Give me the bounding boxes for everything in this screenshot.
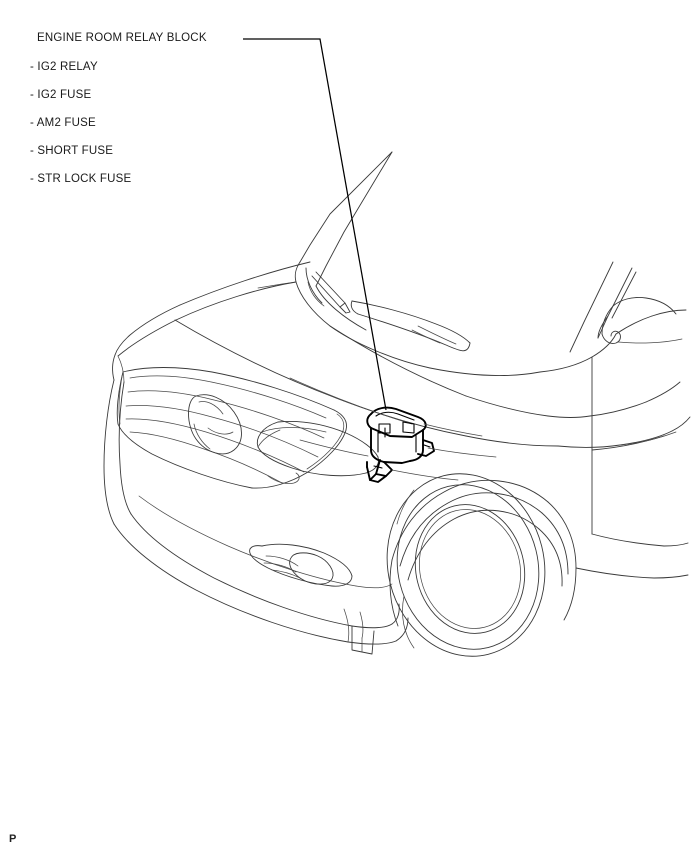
callout-title: ENGINE ROOM RELAY BLOCK (37, 32, 207, 44)
hood-group (112, 261, 591, 447)
wiper-blades (305, 267, 471, 352)
callout-item-am2-fuse: - AM2 FUSE (30, 117, 96, 129)
side-mirror-group (569, 261, 683, 353)
engine-bay-contours (299, 397, 497, 481)
callout-leader-line (243, 38, 387, 411)
callout-item-str-lock-fuse: - STR LOCK FUSE (30, 173, 132, 185)
page-mark: P (9, 833, 17, 845)
callout-text-block: ENGINE ROOM RELAY BLOCK - IG2 RELAY - IG… (0, 0, 340, 210)
callout-item-ig2-fuse: - IG2 FUSE (30, 89, 92, 101)
front-wheel (386, 473, 577, 657)
callout-item-ig2-relay: - IG2 RELAY (30, 61, 98, 73)
front-grille (116, 367, 347, 489)
headlight (256, 421, 379, 484)
lower-body-group (575, 431, 689, 579)
fog-light (249, 543, 353, 587)
vehicle-emblem (188, 394, 242, 455)
callout-item-short-fuse: - SHORT FUSE (30, 145, 114, 157)
splash-guard (351, 625, 375, 655)
engine-room-relay-block (366, 406, 435, 483)
